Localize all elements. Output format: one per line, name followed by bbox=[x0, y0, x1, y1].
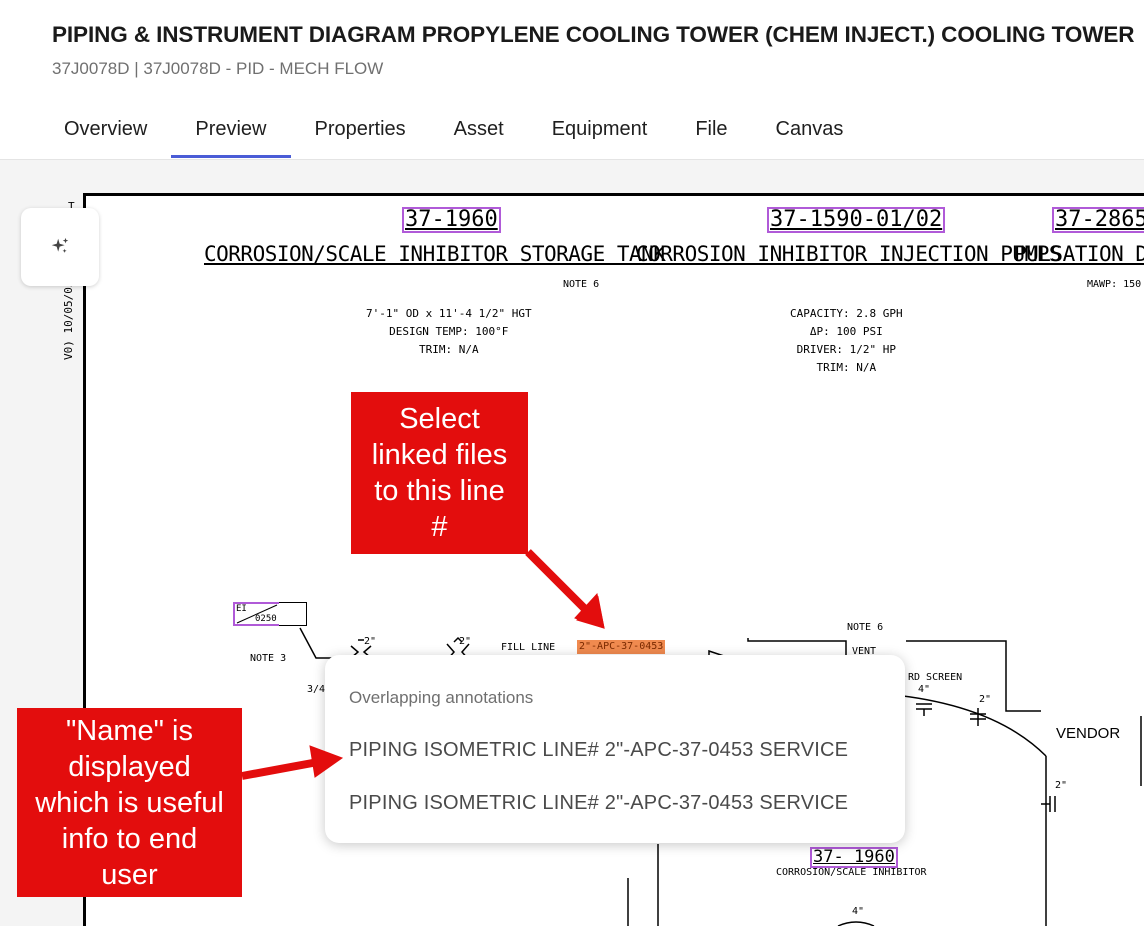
tab-bar: Overview Preview Properties Asset Equipm… bbox=[40, 100, 867, 158]
ai-assist-button[interactable] bbox=[21, 208, 99, 286]
tank-specs: 7'-1" OD x 11'-4 1/2" HGT DESIGN TEMP: 1… bbox=[366, 307, 532, 356]
callout-select-linked-files: Select linked files to this line # bbox=[351, 392, 528, 554]
fill-line-label: FILL LINE bbox=[501, 642, 556, 653]
instrument-diagonal bbox=[236, 604, 278, 624]
tag-tank[interactable]: 37-1960 bbox=[402, 207, 501, 233]
tab-equipment[interactable]: Equipment bbox=[551, 118, 648, 140]
callout-name-displayed: "Name" is displayed which is useful info… bbox=[17, 708, 242, 897]
size-4-a: 4" bbox=[918, 684, 931, 695]
tab-overview[interactable]: Overview bbox=[64, 118, 148, 140]
size-3-4: 3/4" bbox=[307, 684, 332, 695]
page-title: PIPING & INSTRUMENT DIAGRAM PROPYLENE CO… bbox=[52, 22, 1135, 47]
size-2-b: 2" bbox=[459, 636, 472, 647]
mawp-spec: MAWP: 150 bbox=[1087, 279, 1142, 290]
pid-linework bbox=[299, 627, 1142, 926]
note-6-top: NOTE 6 bbox=[563, 279, 600, 290]
pump-specs: CAPACITY: 2.8 GPH ΔP: 100 PSI DRIVER: 1/… bbox=[790, 307, 903, 374]
size-2-a: 2" bbox=[364, 636, 377, 647]
tab-asset[interactable]: Asset bbox=[453, 118, 504, 140]
bird-screen-label: RD SCREEN bbox=[908, 672, 963, 683]
tab-canvas[interactable]: Canvas bbox=[775, 118, 844, 140]
size-2-d: 2" bbox=[1055, 780, 1068, 791]
line-number-tag[interactable]: 2"-APC-37-0453 bbox=[577, 640, 666, 654]
vendor-label: VENDOR bbox=[1056, 725, 1121, 742]
tab-divider bbox=[0, 159, 1144, 160]
tab-file[interactable]: File bbox=[695, 118, 728, 140]
instrument-tag-box[interactable]: EI 0250 bbox=[233, 602, 281, 626]
instrument-box-outline bbox=[279, 602, 307, 626]
bottom-label: CORROSION/SCALE INHIBITOR bbox=[776, 867, 927, 878]
note-6-mid: NOTE 6 bbox=[847, 622, 884, 633]
tab-properties[interactable]: Properties bbox=[314, 118, 406, 140]
popup-heading: Overlapping annotations bbox=[349, 688, 534, 707]
heading-dampener: PULSATION D bbox=[1014, 242, 1144, 266]
popup-annotation-item[interactable]: PIPING ISOMETRIC LINE# 2"-APC-37-0453 SE… bbox=[349, 739, 849, 761]
size-4-b: 4" bbox=[852, 906, 865, 917]
instrument-tag-bottom: 0250 bbox=[255, 614, 277, 624]
size-2-c: 2" bbox=[979, 694, 992, 705]
tag-pump[interactable]: 37-1590-01/02 bbox=[767, 207, 946, 233]
heading-tank: CORROSION/SCALE INHIBITOR STORAGE TANK bbox=[204, 242, 666, 266]
sheet-edge-letter: T bbox=[68, 200, 75, 213]
tag-bottom[interactable]: 37- 1960 bbox=[810, 847, 898, 868]
popup-annotation-item[interactable]: PIPING ISOMETRIC LINE# 2"-APC-37-0453 SE… bbox=[349, 792, 849, 814]
sparkle-icon bbox=[51, 237, 69, 253]
note-3: NOTE 3 bbox=[250, 653, 287, 664]
overlapping-annotations-popup: Overlapping annotations PIPING ISOMETRIC… bbox=[325, 655, 905, 843]
tag-dampener[interactable]: 37-2865- bbox=[1052, 207, 1144, 233]
page-subtitle: 37J0078D | 37J0078D - PID - MECH FLOW bbox=[52, 59, 384, 78]
vent-label: VENT bbox=[852, 646, 877, 657]
heading-pump: CORROSION INHIBITOR INJECTION PUMPS bbox=[636, 242, 1062, 266]
tab-preview[interactable]: Preview bbox=[171, 100, 291, 158]
instrument-tag-top: EI bbox=[236, 604, 247, 614]
